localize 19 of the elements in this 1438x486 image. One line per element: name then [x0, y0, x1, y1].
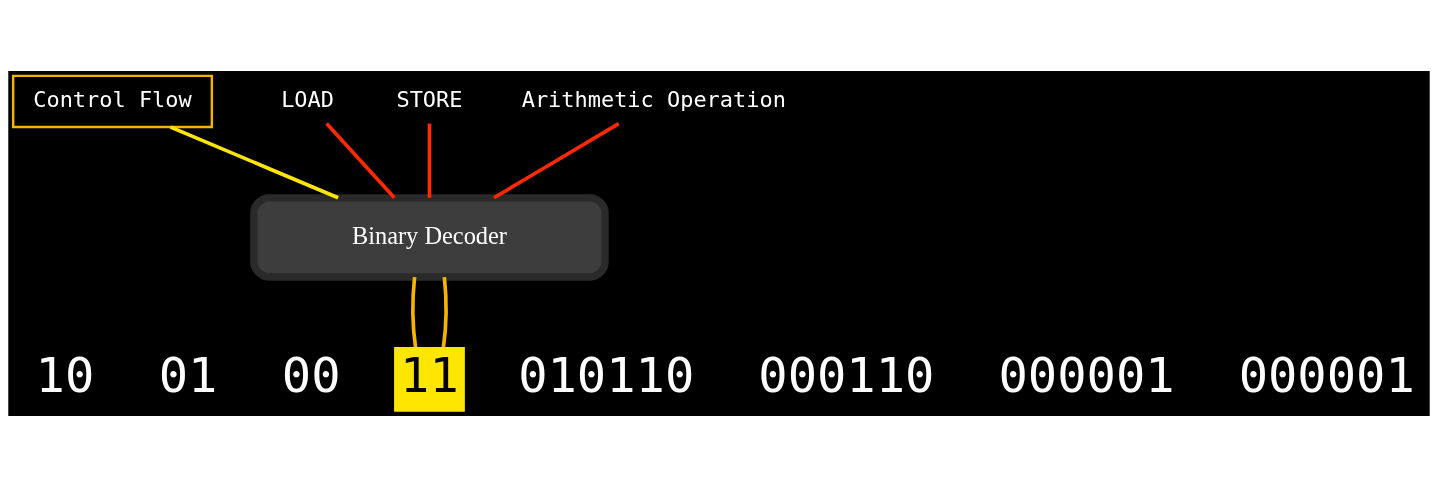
node-box: 11	[394, 346, 465, 412]
label: 10	[35, 346, 95, 403]
connector	[493, 121, 620, 199]
connector	[169, 125, 339, 199]
label: 00	[281, 346, 341, 403]
label: 000110	[758, 346, 935, 403]
connector	[325, 121, 396, 199]
connector	[427, 123, 432, 198]
label: 01	[158, 346, 218, 403]
label: 000001	[998, 346, 1175, 403]
label: 000001	[1238, 346, 1415, 403]
node-box: Control Flow	[11, 74, 214, 128]
label: 010110	[518, 346, 695, 403]
connector	[441, 276, 448, 348]
node-text: STORE	[396, 86, 463, 112]
node-text: Arithmetic Operation	[521, 86, 786, 112]
node-text: LOAD	[281, 86, 334, 112]
node-box: Binary Decoder	[250, 193, 609, 281]
connector	[411, 276, 418, 348]
